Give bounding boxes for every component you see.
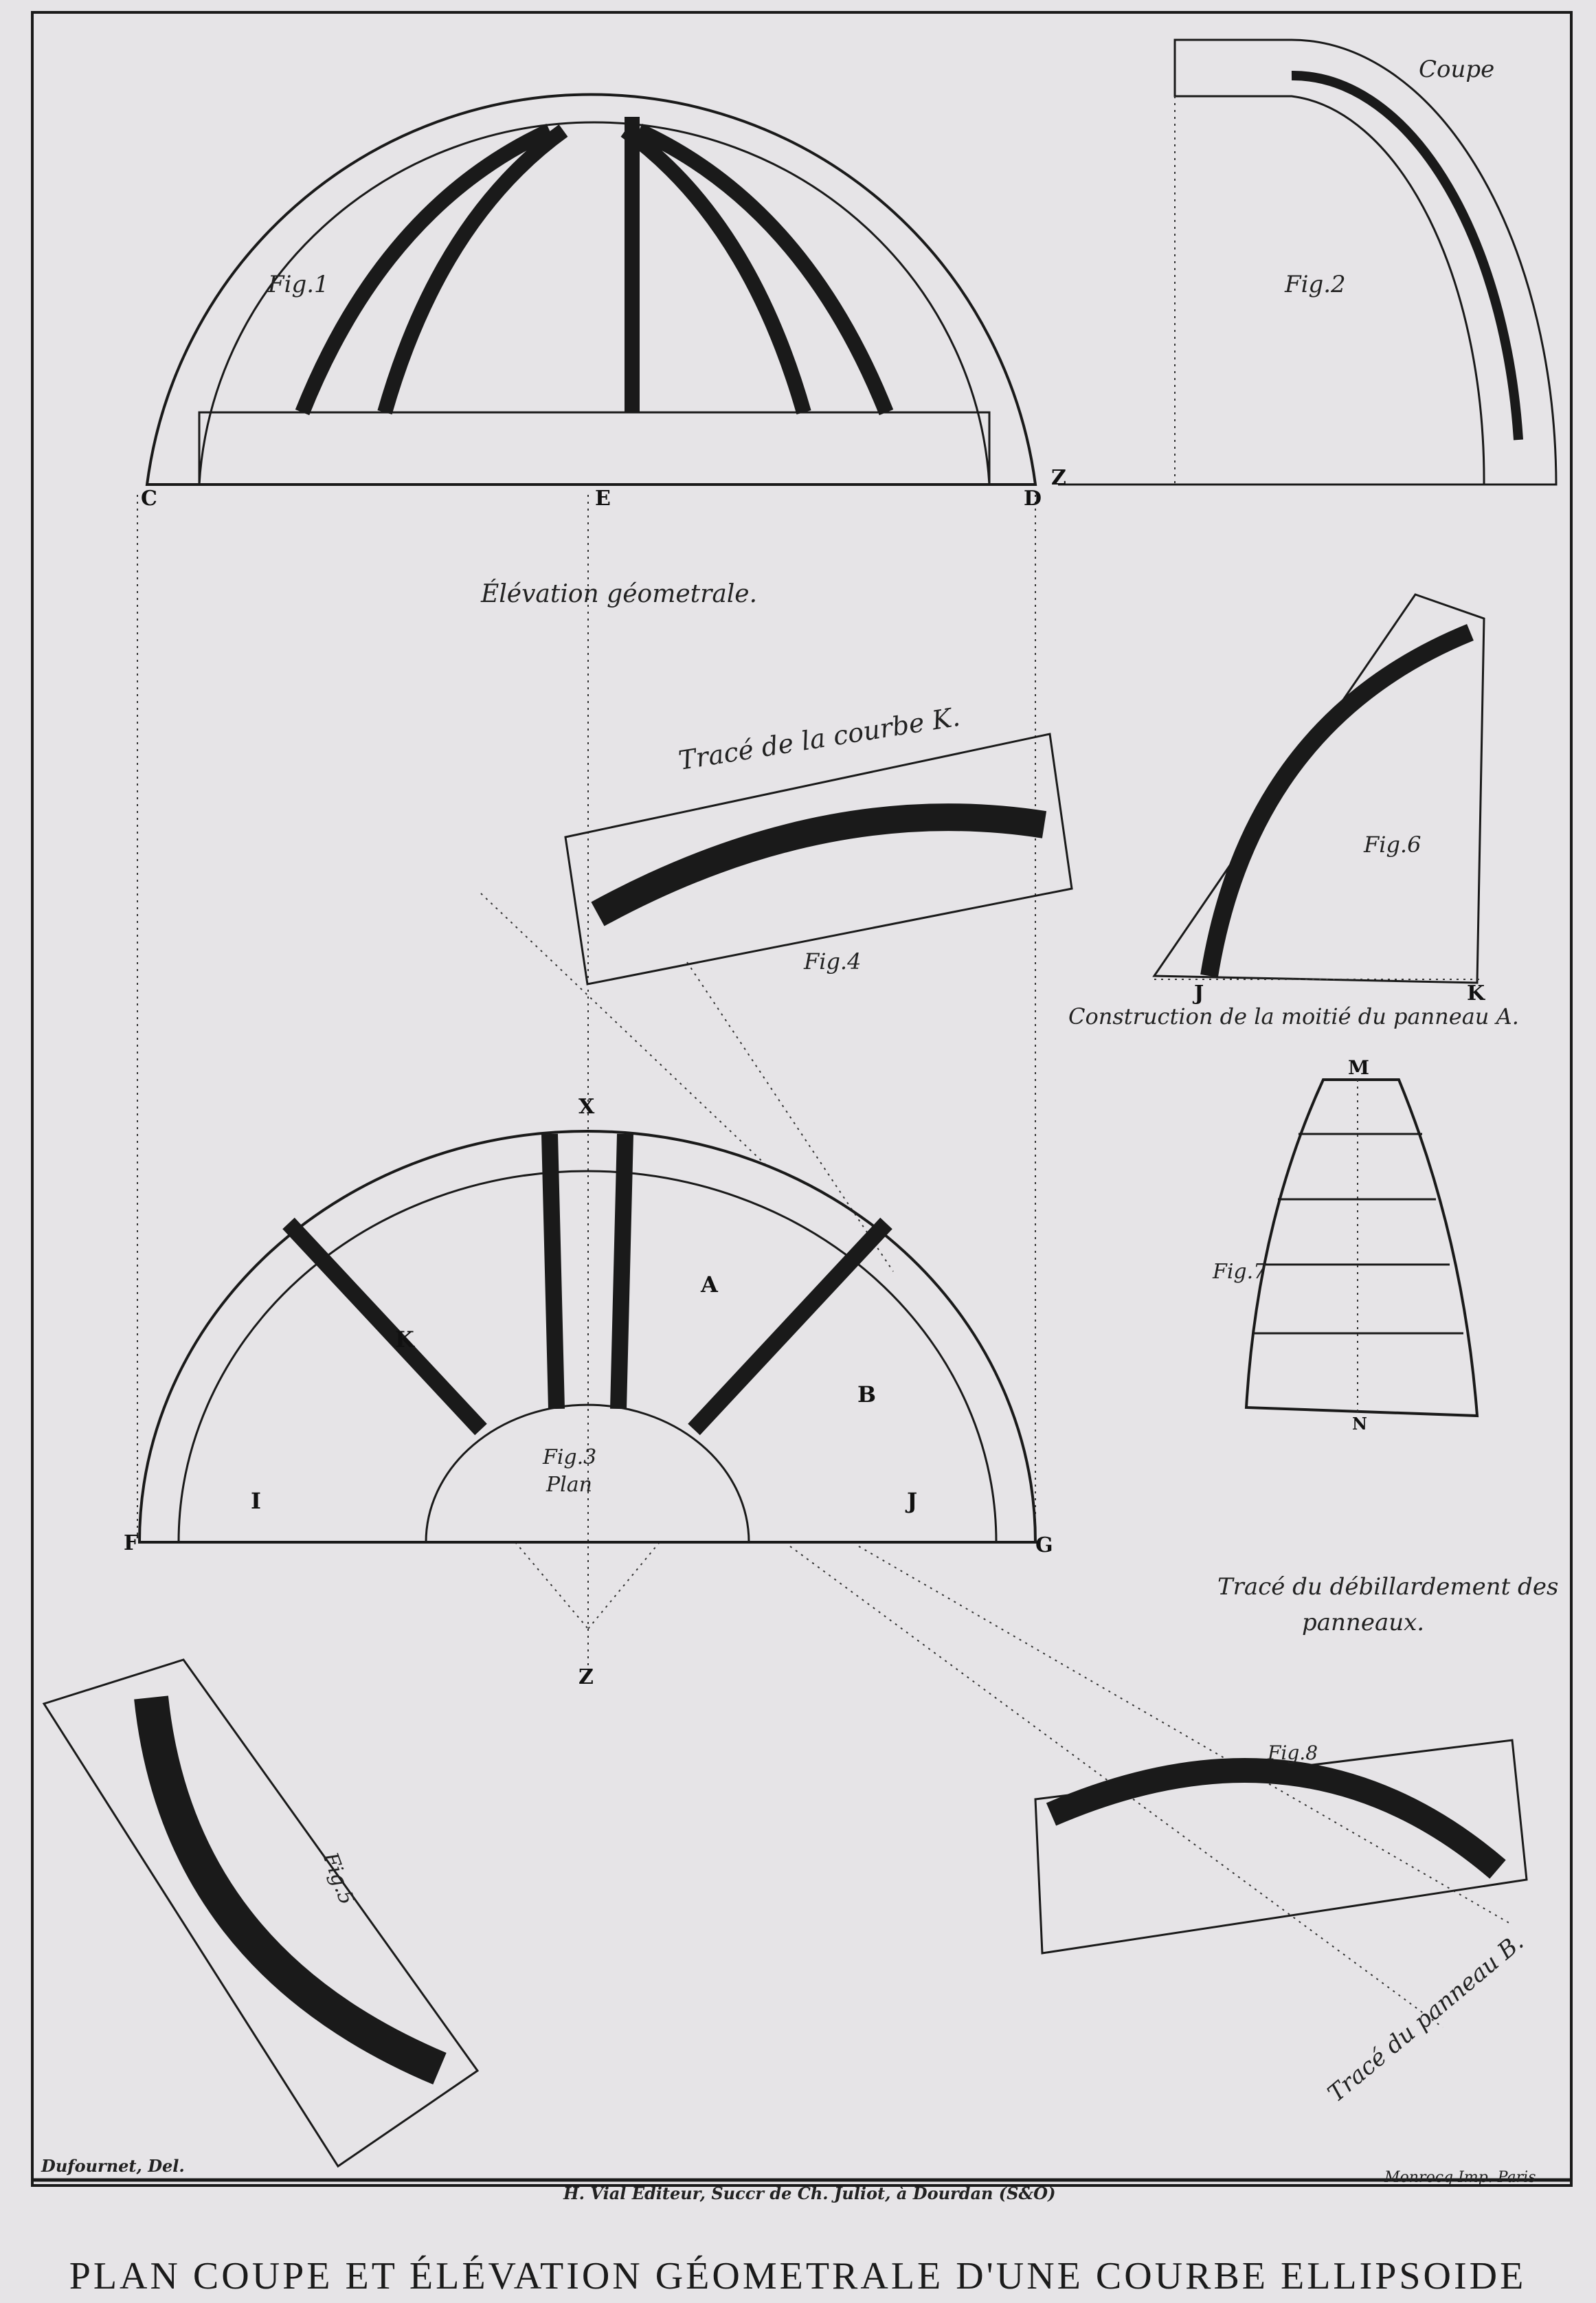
fig6-caption: Construction de la moitié du panneau A.	[1068, 1003, 1519, 1030]
point-x: X	[578, 1095, 595, 1119]
point-z-top: Z	[1051, 466, 1066, 490]
fig2-label: Fig.2	[1284, 271, 1346, 298]
fig1-caption: Élévation géometrale.	[480, 579, 757, 608]
fig7-caption-2: panneaux.	[1302, 1609, 1424, 1636]
point-g: G	[1035, 1533, 1053, 1557]
fig1-label: Fig.1	[267, 271, 329, 298]
draughtsman-credit: Dufournet, Del.	[41, 2156, 185, 2176]
panel-j: J	[905, 1488, 917, 1514]
point-z-bottom: Z	[578, 1665, 594, 1689]
fig1-elevation	[145, 93, 1037, 486]
publisher-credit: H. Vial Editeur, Succr de Ch. Juliot, à …	[563, 2183, 1055, 2203]
plate-title: PLAN COUPE ET ÉLÉVATION GÉOMETRALE D'UNE…	[69, 2255, 1527, 2298]
fig3-plan	[137, 1130, 1037, 1544]
panel-k: K	[395, 1326, 415, 1353]
fig5-board	[42, 1658, 480, 2168]
fig7-label: Fig.7	[1212, 1260, 1267, 1284]
point-k-fig6: K	[1467, 981, 1485, 1005]
fig4-caption: Tracé de la courbe K.	[677, 702, 963, 776]
point-d: D	[1024, 487, 1042, 511]
fig8-board	[1034, 1739, 1528, 1955]
fig7-panel	[1244, 1078, 1479, 1418]
plate-border	[31, 11, 1573, 2187]
fig8-caption: Tracé du panneau B.	[1323, 1928, 1529, 2108]
fig6-label: Fig.6	[1363, 832, 1421, 858]
fig4-board	[564, 733, 1073, 986]
point-j-fig6: J	[1192, 981, 1204, 1005]
point-e: E	[595, 487, 611, 511]
point-f: F	[124, 1531, 138, 1555]
point-m: M	[1348, 1056, 1369, 1079]
printer-credit: Monrocq Imp. Paris	[1384, 2169, 1536, 2186]
point-c: C	[141, 487, 157, 511]
fig8-label: Fig.8	[1267, 1742, 1318, 1764]
fig3-caption: Plan	[546, 1473, 592, 1497]
fig2-caption: Coupe	[1419, 56, 1494, 83]
point-n: N	[1352, 1414, 1367, 1434]
fig3-label: Fig.3	[542, 1445, 596, 1469]
fig2-section	[1058, 38, 1558, 486]
panel-a: A	[700, 1271, 719, 1298]
panel-i: I	[251, 1488, 261, 1514]
panel-b: B	[857, 1381, 876, 1408]
fig4-label: Fig.4	[803, 948, 861, 975]
fig7-caption-1: Tracé du débillardement des	[1217, 1573, 1558, 1601]
fig5-label: Fig.5	[317, 1849, 359, 1908]
